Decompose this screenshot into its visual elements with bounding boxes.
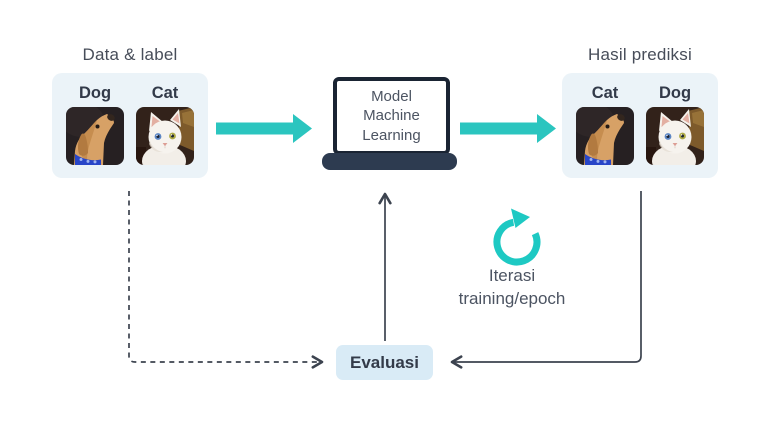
- data-label-title: Data & label: [82, 45, 178, 64]
- laptop-icon: Model Machine Learning: [333, 77, 450, 155]
- data-label-panel: Dog Cat: [52, 73, 208, 178]
- evaluation-box: Evaluasi: [336, 345, 433, 380]
- dog-photo: [66, 107, 124, 165]
- prediction-second-column: Dog: [646, 81, 704, 178]
- prediction-panel: Cat Dog: [562, 73, 718, 178]
- laptop-base: [322, 153, 457, 170]
- model-text-line2: Machine: [363, 107, 420, 125]
- model-text-line3: Learning: [362, 126, 421, 144]
- dog-photo: [576, 107, 634, 165]
- prediction-first-column: Cat: [576, 81, 634, 178]
- dashed-connector-data-to-evaluation: [128, 191, 324, 369]
- cat-photo: [136, 107, 194, 165]
- iteration-caption-line1: Iterasi: [488, 266, 536, 285]
- prediction-cat-label: Cat: [591, 84, 619, 102]
- iteration-caption-line2: training/epoch: [458, 289, 566, 308]
- data-dog-label: Dog: [78, 84, 112, 102]
- flow-arrow-model-to-prediction: [460, 114, 556, 143]
- cat-photo: [646, 107, 704, 165]
- data-dog-column: Dog: [66, 81, 124, 178]
- flow-arrow-data-to-model: [216, 114, 312, 143]
- iteration-caption: Iterasi training/epoch: [437, 264, 587, 310]
- model-text-line1: Model: [371, 87, 412, 105]
- data-cat-label: Cat: [151, 84, 179, 102]
- evaluation-label: Evaluasi: [350, 352, 419, 372]
- refresh-icon: [487, 205, 547, 267]
- prediction-dog-label: Dog: [658, 84, 692, 102]
- data-cat-column: Cat: [136, 81, 194, 178]
- prediction-title: Hasil prediksi: [588, 45, 692, 64]
